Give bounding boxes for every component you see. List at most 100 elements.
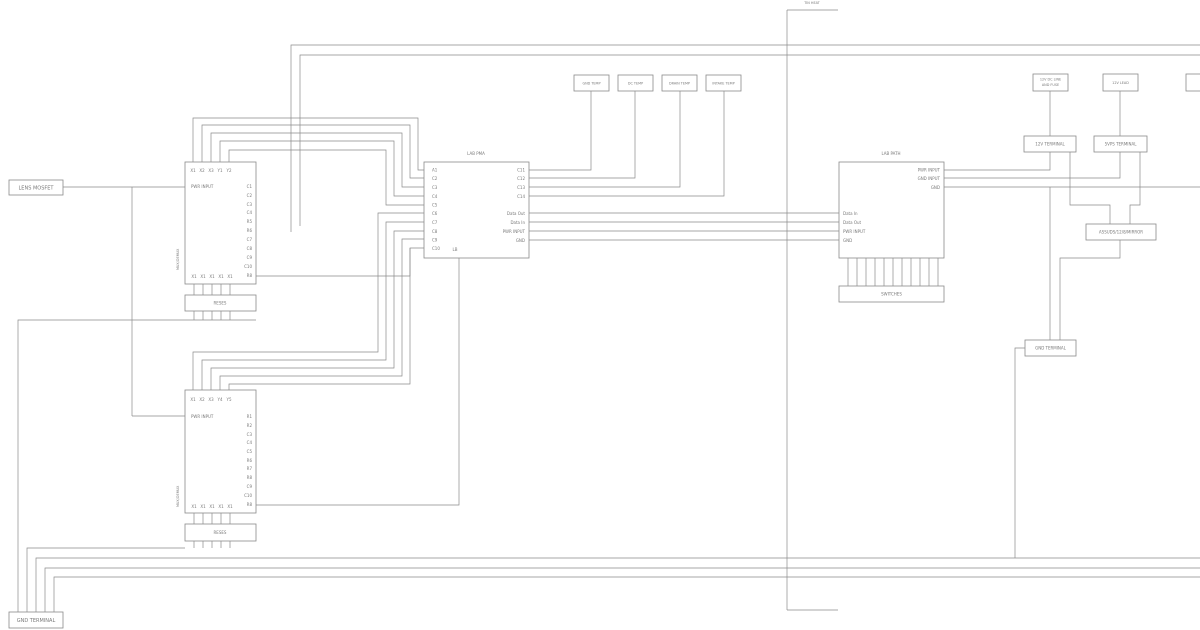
chip3-left-pin: C2: [432, 176, 438, 181]
chip2-bottom-pin: X1: [218, 504, 224, 509]
dc-line-fuse-label-2: AND FUSE: [1042, 83, 1059, 87]
chip2-bottom-pin: X1: [227, 504, 233, 509]
terminal-5v-label: 5VPS TERMINAL: [1105, 142, 1138, 147]
chip2-mux: X1 X2 X3 Y4 Y5 PWR INPUT R1 R2 C3 C4 C5 …: [176, 389, 257, 514]
chip2-inner-label: PWR INPUT: [191, 414, 214, 419]
chip3-right-pin: C12: [517, 176, 525, 181]
chip1-right-pin: C8: [247, 246, 253, 251]
chip3-right-pin: Data Out: [507, 211, 526, 216]
terminal-5v: 5VPS TERMINAL: [1093, 135, 1148, 153]
lens-mosfet-block: LENS MOSFET: [8, 179, 64, 196]
chip2-bottom-pin: X1: [209, 504, 215, 509]
chip2-bottom-pin: X1: [191, 504, 197, 509]
chip3-left-pin: C5: [432, 203, 438, 208]
chip4-left-pin: Data Out: [843, 220, 862, 225]
chip2-top-pin: Y4: [217, 397, 223, 402]
chip1-top-pin: Y2: [226, 168, 232, 173]
chip1-top-pin: X1: [190, 168, 196, 173]
chip2-right-pin: C9: [247, 484, 253, 489]
chip4-right-pin: GND: [931, 185, 940, 190]
chip1-side-label: MUX/DEMUX: [176, 248, 180, 270]
gnd-terminal-left-block: GND TERMINAL: [8, 611, 64, 629]
chip3-left-pin: C6: [432, 211, 438, 216]
top-tab-label: TIN HEAT: [803, 1, 820, 5]
chip1-mux: X1 X2 X3 Y1 Y2 PWR INPUT C1 C2 C3 C4 R5 …: [176, 161, 257, 285]
connector-label: GND TEMP: [582, 82, 600, 86]
chip1-bottom-pin: X1: [227, 274, 233, 279]
chip1-bottom-pin: X1: [200, 274, 206, 279]
regulator-block: ASSUDS/12/8/MIRROR: [1085, 223, 1157, 241]
chip3-right-pin: C13: [517, 185, 525, 190]
chip3-left-pin: C4: [432, 194, 438, 199]
chip3-right-pin: Data In: [510, 220, 525, 225]
chip3-bottom-label: LB: [453, 247, 458, 252]
switches-label: SWITCHES: [881, 292, 902, 297]
chip3-right-pin: C11: [517, 168, 525, 173]
chip2-right-pin: C4: [247, 440, 253, 445]
chip2-res-label: RESES: [214, 530, 227, 535]
chip3-left-pin: C9: [432, 238, 438, 243]
chip2-bottom-pin: X1: [200, 504, 206, 509]
chip1-right-pin: R8: [247, 273, 253, 278]
terminal-12v-label: 12V TERMINAL: [1035, 142, 1065, 147]
chip2-right-pin: C5: [247, 449, 253, 454]
chip4-left-pin: PWR INPUT: [843, 229, 866, 234]
top-connectors: GND TEMP DC TEMP DRAIN TEMP INTAKE TEMP: [573, 74, 742, 92]
switches-block: SWITCHES: [838, 285, 945, 303]
chip2-right-pin: R7: [247, 466, 253, 471]
chip1-inner-label: PWR INPUT: [191, 184, 214, 189]
chip1-right-pin: R5: [247, 219, 253, 224]
chip4-lab-path: LAB PATH Data In Data Out PWR INPUT GND …: [838, 151, 945, 259]
chip1-top-pin: X3: [208, 168, 214, 173]
gnd-terminal-left-label: GND TERMINAL: [17, 618, 56, 624]
chip2-right-pin: R1: [247, 414, 253, 419]
chip1-right-pin: C2: [247, 193, 253, 198]
chip3-left-pin: C3: [432, 185, 438, 190]
chip1-right-pin: C1: [247, 184, 253, 189]
chip2-res-box: RESES: [184, 523, 257, 542]
chip4-left-pin: Data In: [843, 211, 858, 216]
chip2-right-pin: R2: [247, 423, 253, 428]
chip2-right-pin: R8: [247, 475, 253, 480]
gnd-terminal-right-block: GND TERMINAL: [1024, 339, 1077, 357]
chip1-right-pin: C4: [247, 210, 253, 215]
chip1-bottom-pin: X1: [209, 274, 215, 279]
chip2-right-pin: C10: [244, 493, 252, 498]
lens-mosfet-label: LENS MOSFET: [19, 186, 55, 192]
chip1-bottom-pin: X1: [191, 274, 197, 279]
chip4-left-pin: GND: [843, 238, 852, 243]
connector-label: INTAKE TEMP: [712, 82, 734, 86]
chip2-top-pin: Y5: [226, 397, 232, 402]
chip1-right-pin: R6: [247, 228, 253, 233]
chip1-top-pin: X2: [199, 168, 205, 173]
chip3-right-pin: C14: [517, 194, 525, 199]
chip2-side-label: MUX/DEMUX: [176, 485, 180, 507]
lead-label: 12V LEAD: [1112, 81, 1129, 85]
chip4-title: LAB PATH: [881, 151, 900, 156]
chip1-right-pin: C10: [244, 264, 252, 269]
chip1-right-pin: C3: [247, 202, 253, 207]
chip2-right-pin: R8: [247, 502, 253, 507]
chip2-top-pin: X1: [190, 397, 196, 402]
chip1-bottom-pin: X1: [218, 274, 224, 279]
chip3-right-pin: GND: [516, 238, 525, 243]
dc-line-fuse-label-1: 12V DC LINE: [1040, 78, 1061, 82]
connector-label: DRAIN TEMP: [669, 82, 690, 86]
chip1-right-pin: C9: [247, 255, 253, 260]
chip1-res-box: RESES: [184, 294, 257, 312]
chip3-left-pin: A1: [432, 168, 438, 173]
gnd-terminal-right-label: GND TERMINAL: [1035, 346, 1067, 351]
chip3-left-pin: C10: [432, 246, 440, 251]
chip3-left-pin: C7: [432, 220, 438, 225]
chip2-top-pin: X3: [208, 397, 214, 402]
chip2-top-pin: X2: [199, 397, 205, 402]
chip4-right-pin: PWR INPUT: [918, 168, 941, 173]
chip2-right-pin: R6: [247, 458, 253, 463]
connector-label: DC TEMP: [628, 82, 643, 86]
chip1-top-pin: Y1: [217, 168, 223, 173]
chip3-title: LAB PMA: [467, 151, 485, 156]
chip1-right-pin: C7: [247, 237, 253, 242]
chip4-right-pin: GND INPUT: [918, 176, 941, 181]
right-top-boxes: 12V DC LINE AND FUSE 12V LEAD: [1032, 73, 1200, 92]
terminal-12v: 12V TERMINAL: [1023, 135, 1077, 153]
